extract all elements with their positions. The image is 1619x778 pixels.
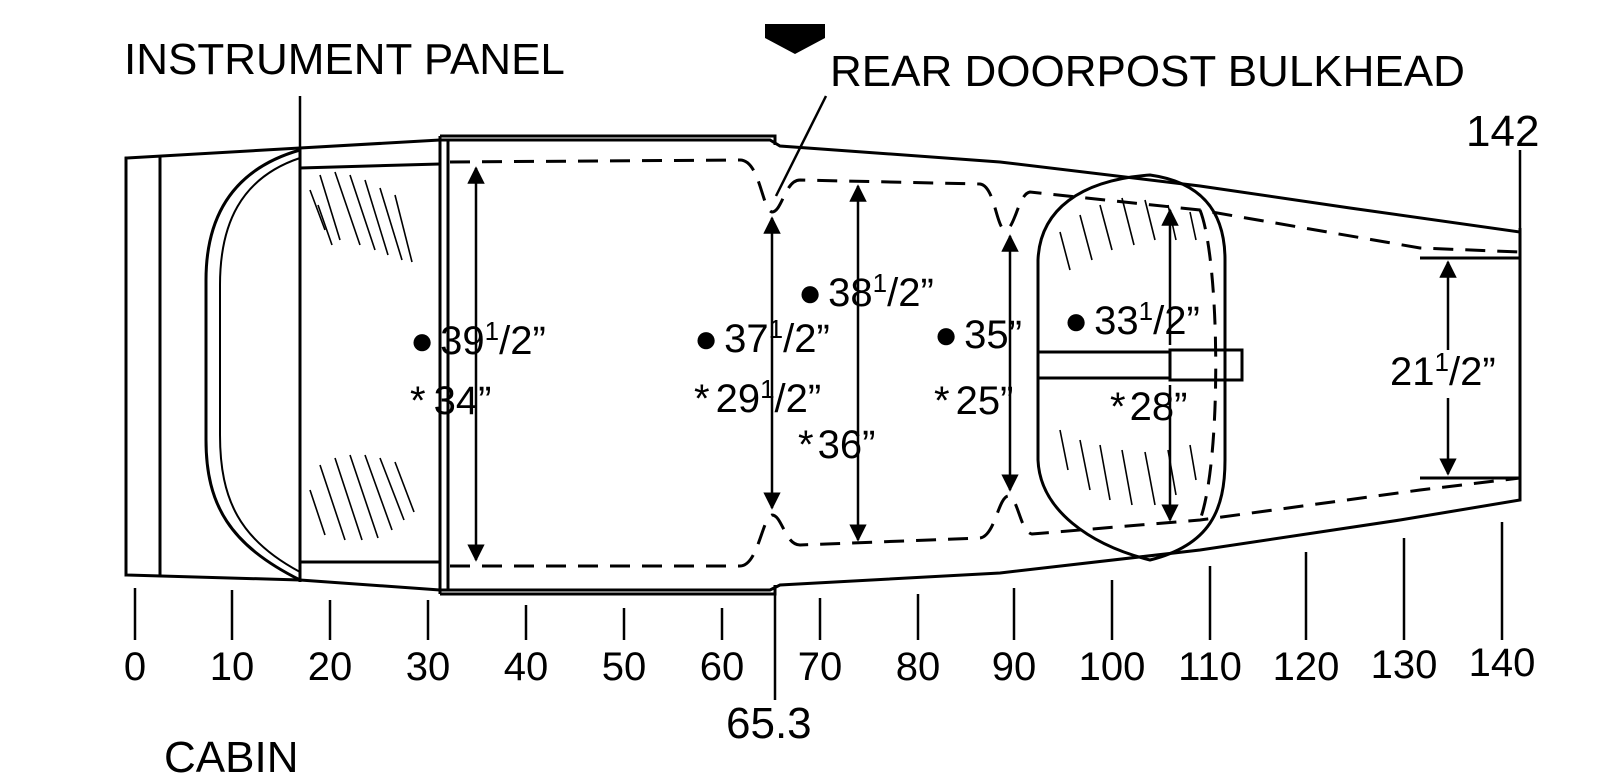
down-arrow-icon [765, 24, 825, 54]
dim-28-height: *28” [1110, 385, 1187, 429]
windshield-hatching [309, 171, 415, 541]
tick-label-50: 50 [602, 645, 647, 689]
station-65-3-label: 65.3 [726, 699, 812, 748]
tick-label-0: 0 [124, 645, 146, 689]
inner-cabin-dashed [449, 158, 1521, 568]
dim-36-height: *36” [798, 423, 875, 467]
cabin-label: CABIN [164, 733, 298, 778]
dim-38-5-width: ●381/2” [798, 268, 934, 315]
tick-label-70: 70 [798, 645, 843, 689]
tick-label-120: 120 [1273, 645, 1340, 689]
windshield-dome [204, 148, 441, 582]
tick-label-80: 80 [896, 645, 941, 689]
tick-label-60: 60 [700, 645, 745, 689]
rear-doorpost-bulkhead-label: REAR DOORPOST BULKHEAD [830, 47, 1465, 96]
dim-39-5-width: ●391/2” [410, 316, 546, 363]
dim-25-height: *25” [934, 379, 1013, 423]
tick-label-30: 30 [406, 645, 451, 689]
dim-34-height: *34” [410, 379, 491, 423]
scale-ticks [133, 522, 1504, 640]
dimension-arrows [467, 166, 1457, 562]
dim-35-width: ●35” [934, 313, 1022, 357]
fuselage-outline [124, 138, 1522, 592]
tick-label-40: 40 [504, 645, 549, 689]
dim-21-5-height: 211/2” [1390, 347, 1496, 394]
dimension-labels: ●391/2” *34” ●371/2” *291/2” ●381/2” *36… [410, 268, 1496, 467]
instrument-panel-label: INSTRUMENT PANEL [124, 35, 565, 84]
tick-label-110: 110 [1178, 645, 1242, 689]
scale-labels: 0 10 20 30 40 50 60 70 80 90 100 110 120… [124, 641, 1536, 689]
tick-label-130: 130 [1371, 643, 1438, 687]
tick-label-90: 90 [992, 645, 1037, 689]
front-cabin-frame [438, 134, 777, 596]
leader-lines [298, 95, 1522, 700]
rear-partition [1420, 256, 1520, 480]
tick-label-20: 20 [308, 645, 353, 689]
tick-label-10: 10 [210, 645, 255, 689]
tick-label-100: 100 [1079, 645, 1146, 689]
dim-37-5-width: ●371/2” [694, 314, 830, 361]
dim-33-5-width: ●331/2” [1064, 296, 1200, 343]
dim-29-5-height: *291/2” [694, 374, 821, 421]
tick-label-140: 140 [1469, 641, 1536, 685]
station-142-label: 142 [1466, 107, 1539, 156]
rear-window [1036, 173, 1244, 562]
